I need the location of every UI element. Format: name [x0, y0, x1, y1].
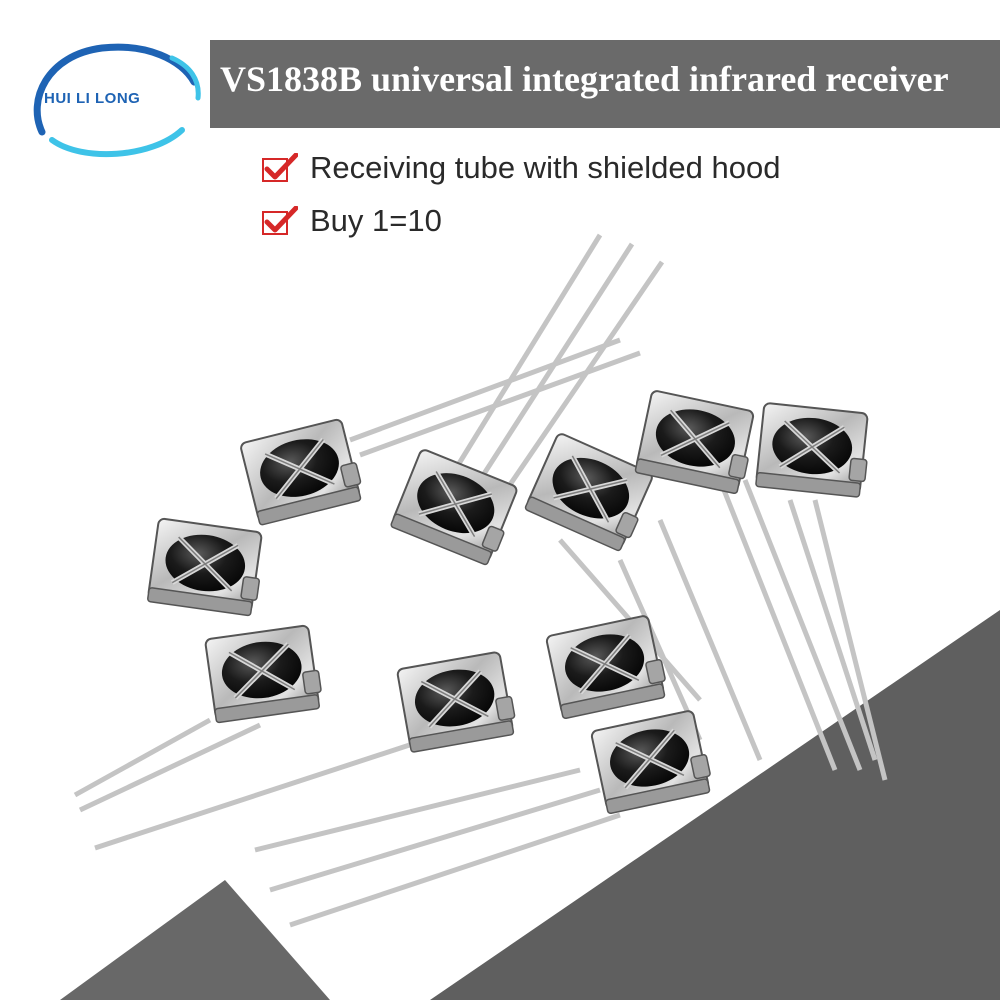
ir-receiver-10	[591, 709, 714, 814]
ir-receiver-9	[546, 614, 669, 719]
ir-receiver-4	[635, 390, 758, 495]
component-leads-top	[349, 233, 665, 494]
feature-item-quantity: Buy 1=10	[262, 203, 442, 239]
ir-receiver-3	[525, 432, 658, 553]
feature-item-shielded-hood: Receiving tube with shielded hood	[262, 150, 780, 186]
ir-receiver-2	[390, 448, 522, 566]
ir-receiver-8	[397, 651, 518, 752]
checkmark-icon	[262, 206, 298, 235]
ir-receiver-6	[147, 518, 266, 616]
feature-label: Buy 1=10	[310, 203, 442, 238]
brand-logo-text: HUI LI LONG	[44, 90, 141, 107]
ir-receiver-5	[756, 403, 872, 498]
ir-receiver-1	[240, 418, 365, 526]
brand-logo	[33, 43, 201, 158]
title-banner	[210, 40, 1000, 128]
floor-plane-right	[430, 610, 1000, 1000]
checkmark-icon	[262, 153, 298, 182]
page-title: VS1838B universal integrated infrared re…	[220, 59, 949, 99]
feature-label: Receiving tube with shielded hood	[310, 150, 781, 185]
ir-receiver-7	[205, 625, 324, 723]
floor-plane-left	[60, 880, 330, 1000]
component-leads-bottom	[73, 479, 888, 928]
